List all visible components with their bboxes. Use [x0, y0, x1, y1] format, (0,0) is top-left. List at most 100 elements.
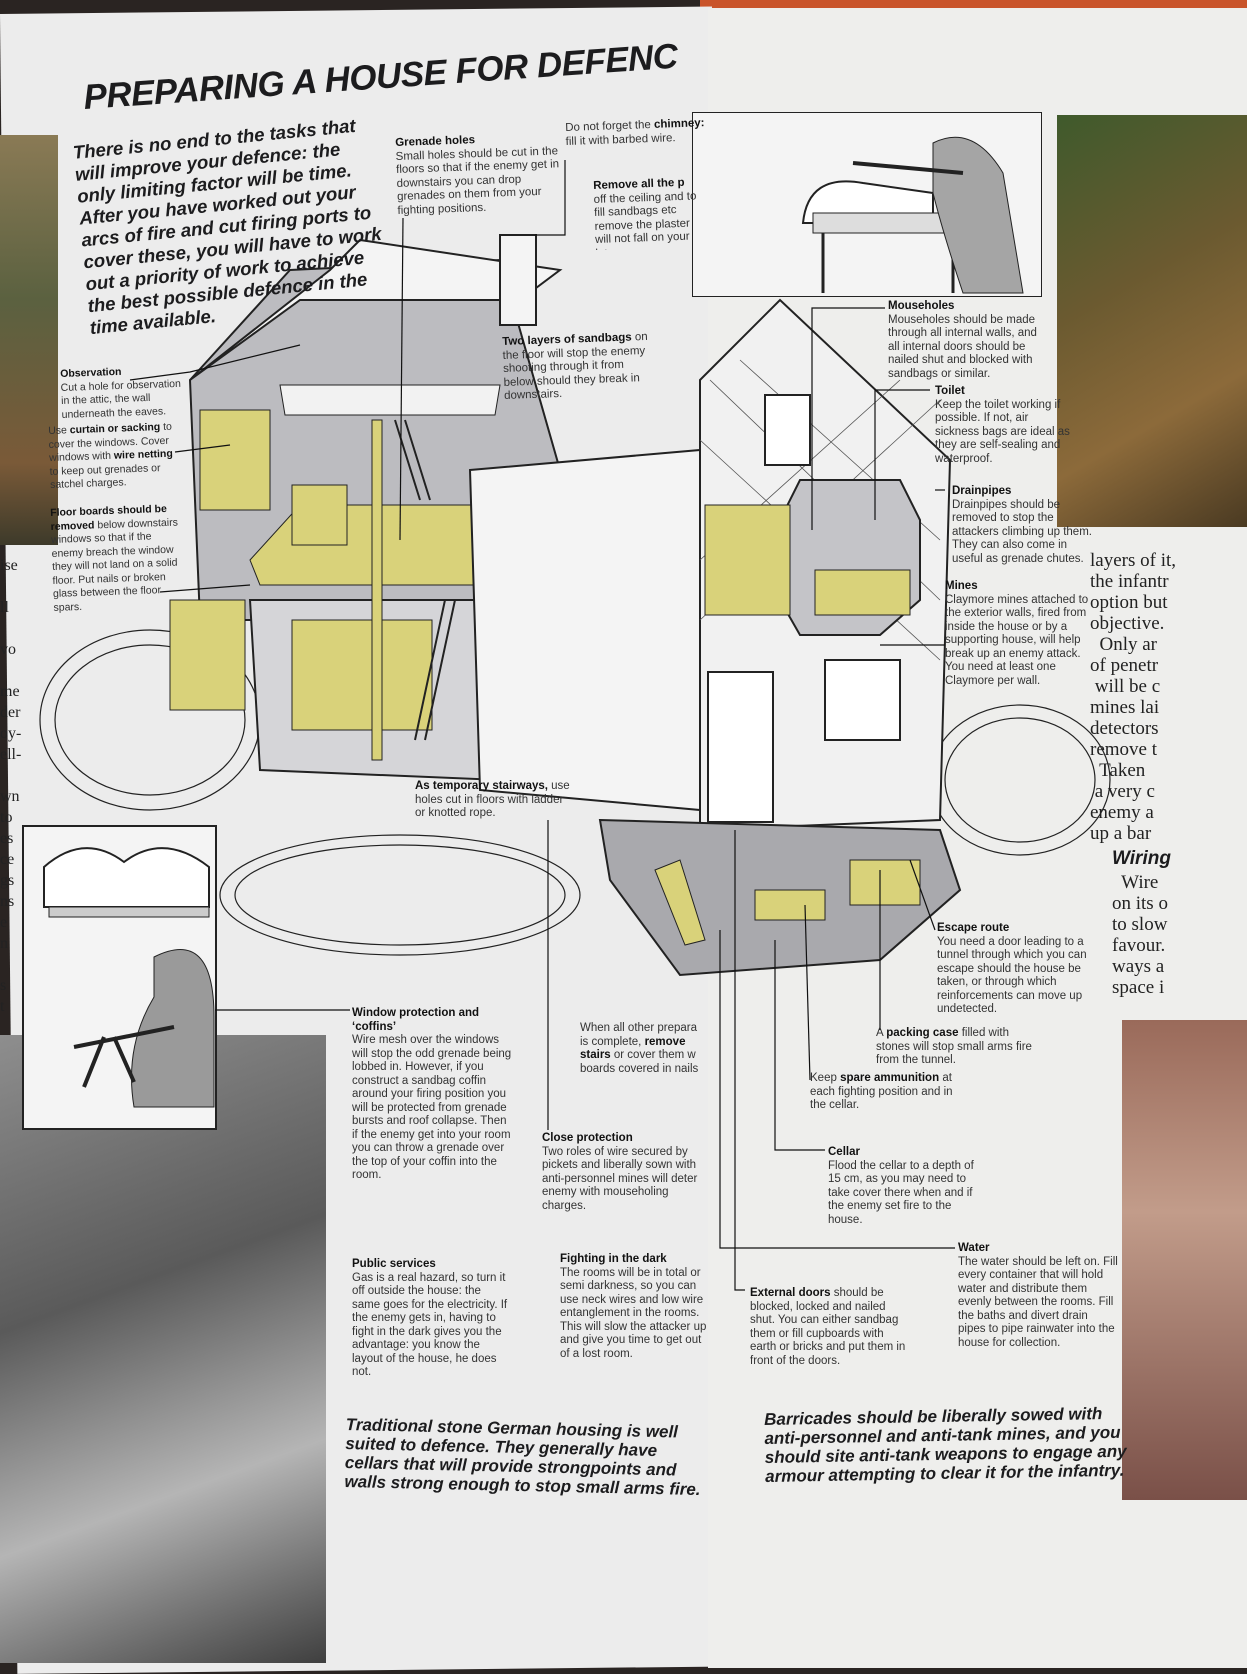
note-curtain: Use curtain or sacking to cover the wind…	[48, 421, 178, 493]
photo-woodland	[1057, 115, 1247, 527]
note-text: A	[876, 1027, 884, 1039]
ladders	[394, 419, 456, 741]
left-page-edge-text: ise ll vo me der oy- ell- wn to es ce gs…	[0, 557, 22, 1015]
packing-case	[849, 859, 921, 906]
sketch-sniper	[692, 112, 1042, 297]
note-text: off the ceiling and to fill sandbags etc…	[593, 189, 697, 250]
note-text: When all other prepara is complete,	[580, 1022, 697, 1048]
note-text: or cover them w boards covered in nails	[580, 1049, 699, 1075]
attic-floor	[279, 384, 501, 416]
note-bold: wire netting	[113, 447, 173, 462]
note-bold: curtain or sacking	[69, 421, 161, 437]
note-text: Drainpipes should be removed to stop the…	[952, 498, 1092, 565]
ammunition-boxes	[754, 889, 826, 921]
note-text: Keep the toilet working if possible. If …	[935, 398, 1070, 465]
roof	[189, 238, 563, 381]
note-text: Flood the cellar to a depth of 15 cm, as…	[828, 1159, 974, 1226]
intro-paragraph: There is no end to the tasks that will i…	[72, 114, 383, 339]
note-window-protection: Window protection and ‘coffins’Wire mesh…	[352, 1007, 512, 1183]
note-text: The rooms will be in total or semi darkn…	[560, 1266, 707, 1360]
note-bold: chimney:	[653, 117, 705, 131]
note-heading: Public services	[352, 1258, 436, 1270]
note-heading: Close protection	[542, 1132, 633, 1144]
note-text: Two roles of wire secured by pickets and…	[542, 1145, 698, 1212]
sandbag-coffin	[291, 619, 433, 731]
main-house	[468, 448, 701, 812]
note-heading: Fighting in the dark	[560, 1253, 667, 1265]
packing-crate	[291, 484, 348, 546]
note-heading: Drainpipes	[952, 485, 1012, 497]
note-external-doors: External doors should be blocked, locked…	[750, 1287, 910, 1368]
note-text: Cut a hole for observation in the attic,…	[60, 377, 182, 421]
sketch-machine-gunner	[22, 825, 217, 1130]
note-sandbags: Two layers of sandbags on the floor will…	[502, 331, 654, 404]
note-text: Small holes should be cut in the floors …	[395, 144, 560, 217]
note-text: should be blocked, locked and nailed shu…	[750, 1287, 906, 1367]
window-netting	[199, 409, 271, 511]
note-heading: Escape route	[937, 922, 1010, 934]
note-text: Claymore mines attached to the exterior …	[945, 593, 1089, 687]
caption-left: Traditional stone German housing is well…	[344, 1415, 701, 1500]
note-heading: Window protection and ‘coffins’	[352, 1007, 480, 1033]
note-text: Mouseholes should be made through all in…	[888, 313, 1037, 380]
wiring-heading: Wiring	[1112, 848, 1171, 869]
note-text: The water should be left on. Fill every …	[958, 1255, 1118, 1349]
note-text: Use	[48, 424, 68, 437]
note-heading: Mouseholes	[888, 300, 955, 312]
wiring-text: Wire on its o to slow favour. ways a spa…	[1112, 872, 1168, 998]
note-text: use holes cut in floors with ladder or k…	[415, 780, 570, 819]
note-text: to keep out grenades or satchel charges.	[49, 461, 161, 491]
note-bold: As temporary stairways,	[415, 780, 548, 792]
note-heading: Mines	[945, 580, 978, 592]
ground-window	[824, 659, 901, 741]
support-post	[371, 419, 383, 761]
photo-soldier-left	[0, 135, 58, 545]
note-bold: remove stairs	[580, 1035, 686, 1062]
bathtub	[814, 569, 911, 616]
caption-right: Barricades should be liberally sowed wit…	[764, 1404, 1127, 1486]
note-text: fill it with barbed wire.	[565, 131, 676, 148]
note-ammunition: Keep spare ammunition at each fighting p…	[810, 1072, 970, 1113]
note-stairways: As temporary stairways, use holes cut in…	[415, 780, 570, 821]
note-chimney: Do not forget the chimney: fill it with …	[565, 117, 706, 149]
right-column-text: layers of it, the infantr option but obj…	[1090, 550, 1177, 844]
note-bold: External doors	[750, 1287, 831, 1299]
note-heading: Cellar	[828, 1146, 860, 1158]
note-remove-stairs: When all other prepara is complete, remo…	[580, 1022, 705, 1078]
note-text: Gas is a real hazard, so turn it off out…	[352, 1271, 508, 1379]
note-text: filled with stones will stop small arms …	[876, 1027, 1032, 1066]
window-netting-right	[704, 504, 791, 616]
chimney	[499, 234, 537, 326]
note-floor-boards: Floor boards should be removed below dow…	[50, 502, 184, 614]
note-text: You need a door leading to a tunnel thro…	[937, 935, 1087, 1016]
note-text: Keep	[810, 1072, 837, 1084]
photo-ruined-building	[0, 1035, 326, 1663]
leader-lines	[129, 160, 955, 1291]
note-bold: packing case	[886, 1027, 959, 1039]
note-text: at each fighting position and in the cel…	[810, 1072, 953, 1111]
note-text: Wire mesh over the windows will stop the…	[352, 1034, 512, 1181]
note-heading: Toilet	[935, 385, 965, 397]
note-heading: Water	[958, 1242, 990, 1254]
note-text: Do not forget the	[565, 119, 652, 134]
upper-window	[764, 394, 811, 466]
cellar-stair-boards	[654, 859, 706, 946]
note-bold: spare ammunition	[840, 1072, 940, 1084]
photo-brick-wall	[1122, 1020, 1247, 1500]
note-packing-case: A packing case filled with stones will s…	[876, 1027, 1036, 1068]
front-door	[707, 671, 774, 823]
